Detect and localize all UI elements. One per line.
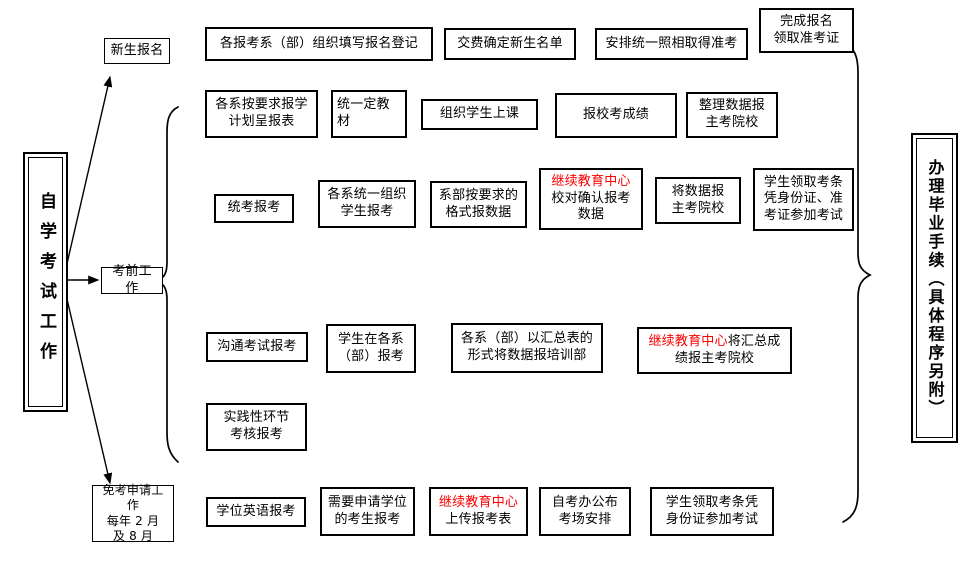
flow-box-degree-candidates-apply[interactable]: 需要申请学位 的考生报考 [320,487,415,536]
flow-box-dept-format-data[interactable]: 系部按要求的 格式报数据 [430,181,527,228]
flow-box-unified-exam-apply[interactable]: 统考报考 [214,194,294,223]
flow-box-student-apply-at-dept[interactable]: 学生在各系 （部）报考 [326,324,416,373]
stage-label-exemption: 免考申请工作 每年 2 月 及 8 月 [102,482,164,543]
flow-label-degree-candidates-apply: 需要申请学位 的考生报考 [327,494,408,527]
flow-label-student-id-exam: 学生领取考条凭 身份证参加考试 [665,494,759,527]
flow-label-student-apply-at-dept: 学生在各系 （部）报考 [337,331,404,364]
flow-label-organize-data-report: 整理数据报 主考院校 [698,98,765,130]
flow-label-payment-roster: 交费确定新生名单 [457,35,563,51]
flow-label-enroll-complete: 完成报名 领取准考证 [773,13,840,46]
graduation-title-box: 办理毕业手续（具体程序另附） [911,133,958,443]
highlight-center-summary-grades: 继续教育中心 [648,333,728,349]
flow-box-dept-organize-apply[interactable]: 各系统一组织 学生报考 [318,180,416,228]
flow-box-center-upload-form[interactable]: 继续教育中心 上传报考表 [429,487,528,536]
flow-box-enroll-register[interactable]: 各报考系（部）组织填写报名登记 [205,27,433,61]
main-title-text: 自学考试工作 [36,192,56,372]
flow-label-center-upload-form: 继续教育中心 上传报考表 [435,495,522,528]
flow-label-textbook: 统一定教 材 [337,97,390,129]
flow-label-report-school-grades: 报校考成绩 [582,107,649,123]
flow-label-communicate-exam-apply: 沟通考试报考 [217,338,297,354]
flow-box-organize-class[interactable]: 组织学生上课 [421,99,538,130]
flow-label-center-summary-grades: 继续教育中心将汇总成 绩报主考院校 [643,334,786,367]
flow-label-dept-organize-apply: 各系统一组织 学生报考 [327,187,407,219]
brace-graduation-group [842,40,872,523]
flow-box-degree-english-apply[interactable]: 学位英语报考 [206,497,306,527]
flow-label-center-verify-data: 继续教育中心 校对确认报考 数据 [545,174,637,224]
flow-label-unified-exam-apply: 统考报考 [227,200,281,216]
flow-box-organize-data-report[interactable]: 整理数据报 主考院校 [686,92,778,138]
stage-box-pre-exam[interactable]: 考前工作 [101,263,163,296]
flow-box-communicate-exam-apply[interactable]: 沟通考试报考 [206,332,308,362]
flow-box-photo-permit[interactable]: 安排统一照相取得准考 [595,28,748,60]
flow-label-send-data-to-host: 将数据报 主考院校 [671,183,725,216]
flow-label-student-take-exam: 学生领取考条 凭身份证、准 考证参加考试 [763,174,844,223]
flow-box-student-take-exam[interactable]: 学生领取考条 凭身份证、准 考证参加考试 [753,168,854,231]
flow-box-send-data-to-host[interactable]: 将数据报 主考院校 [655,177,741,224]
flow-label-enroll-register: 各报考系（部）组织填写报名登记 [219,35,418,51]
flow-box-payment-roster[interactable]: 交费确定新生名单 [444,28,576,60]
flow-label-teaching-plan: 各系按要求报学 计划呈报表 [215,97,308,129]
flow-label-dept-format-data: 系部按要求的 格式报数据 [438,187,519,220]
flow-box-exam-room-arrangement[interactable]: 自考办公布 考场安排 [539,487,631,536]
flow-box-center-summary-grades[interactable]: 继续教育中心将汇总成 绩报主考院校 [637,327,792,374]
flow-box-student-id-exam[interactable]: 学生领取考条凭 身份证参加考试 [650,487,774,536]
flow-label-center-verify-data-rest: 校对确认报考 数据 [551,190,631,223]
flow-label-photo-permit: 安排统一照相取得准考 [605,35,738,51]
highlight-center-verify-data: 继续教育中心 [551,174,631,190]
stage-box-exemption[interactable]: 免考申请工作 每年 2 月 及 8 月 [92,482,174,543]
flow-label-degree-english-apply: 学位英语报考 [216,503,296,519]
flow-label-center-summary-grades-rest: 将汇总成 绩报主考院校 [674,333,781,366]
flow-box-textbook[interactable]: 统一定教 材 [331,90,407,138]
stage-label-pre-exam: 考前工作 [112,263,152,296]
graduation-title-inner: 办理毕业手续（具体程序另附） [916,138,953,438]
flow-box-enroll-complete[interactable]: 完成报名 领取准考证 [759,8,854,53]
flow-label-dept-summary-to-training: 各系（部）以汇总表的 形式将数据报培训部 [460,331,593,363]
flow-label-exam-room-arrangement: 自考办公布 考场安排 [551,494,618,527]
arrow-to-new-enroll [62,75,113,282]
stage-label-new-enroll: 新生报名 [110,42,164,58]
flow-label-center-upload-form-rest: 上传报考表 [445,511,512,527]
flow-box-report-school-grades[interactable]: 报校考成绩 [555,93,677,138]
stage-box-new-enroll[interactable]: 新生报名 [104,38,170,64]
main-title-box: 自学考试工作 [23,152,68,412]
main-title-inner: 自学考试工作 [28,157,63,407]
highlight-center-upload-form: 继续教育中心 [438,494,519,510]
flow-box-teaching-plan[interactable]: 各系按要求报学 计划呈报表 [205,90,318,138]
flow-box-center-verify-data[interactable]: 继续教育中心 校对确认报考 数据 [539,168,643,230]
flow-box-dept-summary-to-training[interactable]: 各系（部）以汇总表的 形式将数据报培训部 [451,323,603,373]
graduation-title-text: 办理毕业手续（具体程序另附） [925,158,945,418]
arrow-to-exemption [62,281,113,485]
flow-box-practice-assessment[interactable]: 实践性环节 考核报考 [206,403,307,451]
flow-label-practice-assessment: 实践性环节 考核报考 [223,410,290,442]
flow-label-organize-class: 组织学生上课 [439,106,520,122]
